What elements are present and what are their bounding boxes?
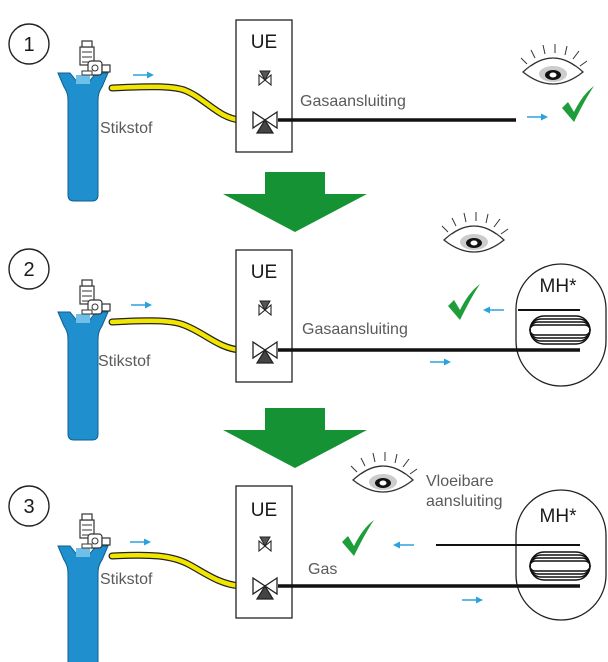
liquid-label-line1: Vloeibare: [426, 473, 494, 490]
flow-arrow-icon: [482, 305, 505, 315]
next-step-arrow-icon: [223, 408, 367, 468]
flow-arrow-icon: [132, 70, 155, 80]
step-number: 1: [23, 34, 34, 56]
nitrogen-cylinder: [57, 513, 111, 662]
step-3: 3 Stikstof UE MH* Gas Vloeibare aansluit…: [8, 451, 607, 662]
step-number: 2: [23, 259, 34, 281]
liquid-label-line2: aansluiting: [426, 493, 503, 510]
step-number-circle: [8, 248, 50, 290]
check-icon: [448, 284, 480, 320]
step-number-circle: [8, 485, 50, 527]
flow-arrow-icon: [526, 112, 549, 122]
eye-icon: [520, 43, 588, 85]
step-number-circle: [8, 23, 50, 65]
pipe-label: Gasaansluiting: [300, 93, 406, 110]
next-step-arrow-icon: [223, 172, 367, 232]
eye-icon: [441, 211, 509, 253]
flow-arrow-icon: [461, 595, 484, 605]
step-2: 2 Stikstof UE MH* Gasaansluiting: [8, 211, 607, 441]
cylinder-label: Stikstof: [100, 120, 153, 137]
cylinder-label: Stikstof: [100, 571, 153, 588]
unit-label: UE: [251, 262, 277, 283]
pipe-label: Gas: [308, 561, 337, 578]
flow-arrow-icon: [429, 357, 452, 367]
cylinder-label: Stikstof: [98, 353, 151, 370]
flow-arrow-icon: [392, 540, 415, 550]
unit-label: UE: [251, 500, 277, 521]
mh-label: MH*: [540, 506, 578, 527]
step-number: 3: [23, 496, 34, 518]
pipe-label: Gasaansluiting: [302, 321, 408, 338]
unit-label: UE: [251, 32, 277, 53]
mh-label: MH*: [540, 276, 578, 297]
check-icon: [562, 86, 594, 122]
check-icon: [342, 520, 374, 556]
eye-icon: [350, 451, 418, 493]
flow-arrow-icon: [130, 300, 153, 310]
step-1: 1 Stikstof UE Gasaansluiting: [8, 19, 594, 202]
flow-arrow-icon: [129, 537, 152, 547]
